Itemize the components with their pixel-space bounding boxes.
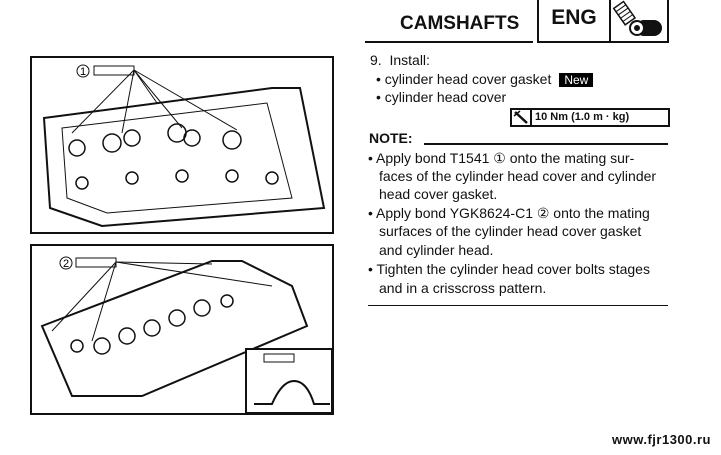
note-line: faces of the cylinder head cover and cyl…	[379, 168, 657, 184]
item-text: cylinder head cover	[384, 89, 507, 105]
note-line: • Apply bond T1541 ① onto the mating sur…	[368, 150, 635, 166]
header-rule	[365, 41, 533, 43]
note-line: surfaces of the cylinder head cover gask…	[379, 223, 642, 239]
watermark: www.fjr1300.ru	[612, 432, 711, 447]
item-text: cylinder head cover gasket	[384, 71, 552, 87]
new-badge: New	[559, 73, 594, 87]
figure-head-bond: 2	[30, 244, 334, 415]
camshaft-icon	[608, 0, 669, 43]
note-line: • Tighten the cylinder head cover bolts …	[368, 261, 650, 277]
note-line: head cover gasket.	[379, 186, 498, 202]
figure-cover-gasket-bond: 1	[30, 56, 334, 234]
install-item: • cylinder head cover	[376, 89, 507, 105]
torque-value: 10 Nm (1.0 m · kg)	[535, 111, 630, 123]
section-end-rule	[368, 305, 668, 306]
section-title: CAMSHAFTS	[400, 13, 520, 34]
note-rule	[424, 143, 668, 145]
note-heading: NOTE:	[369, 130, 413, 146]
note-line: and cylinder head.	[379, 242, 494, 258]
torque-spec: 10 Nm (1.0 m · kg)	[510, 108, 670, 127]
torque-wrench-icon	[512, 110, 532, 125]
callout-1: 1	[80, 66, 86, 78]
step-install: 9. Install:	[370, 52, 430, 68]
eng-tab: ENG	[537, 0, 611, 43]
step-number: 9.	[370, 52, 382, 68]
note-line: • Apply bond YGK8624-C1 ② onto the matin…	[368, 205, 650, 221]
step-label: Install:	[389, 52, 430, 68]
note-line: and in a crisscross pattern.	[379, 280, 547, 296]
callout-2: 2	[63, 258, 69, 270]
